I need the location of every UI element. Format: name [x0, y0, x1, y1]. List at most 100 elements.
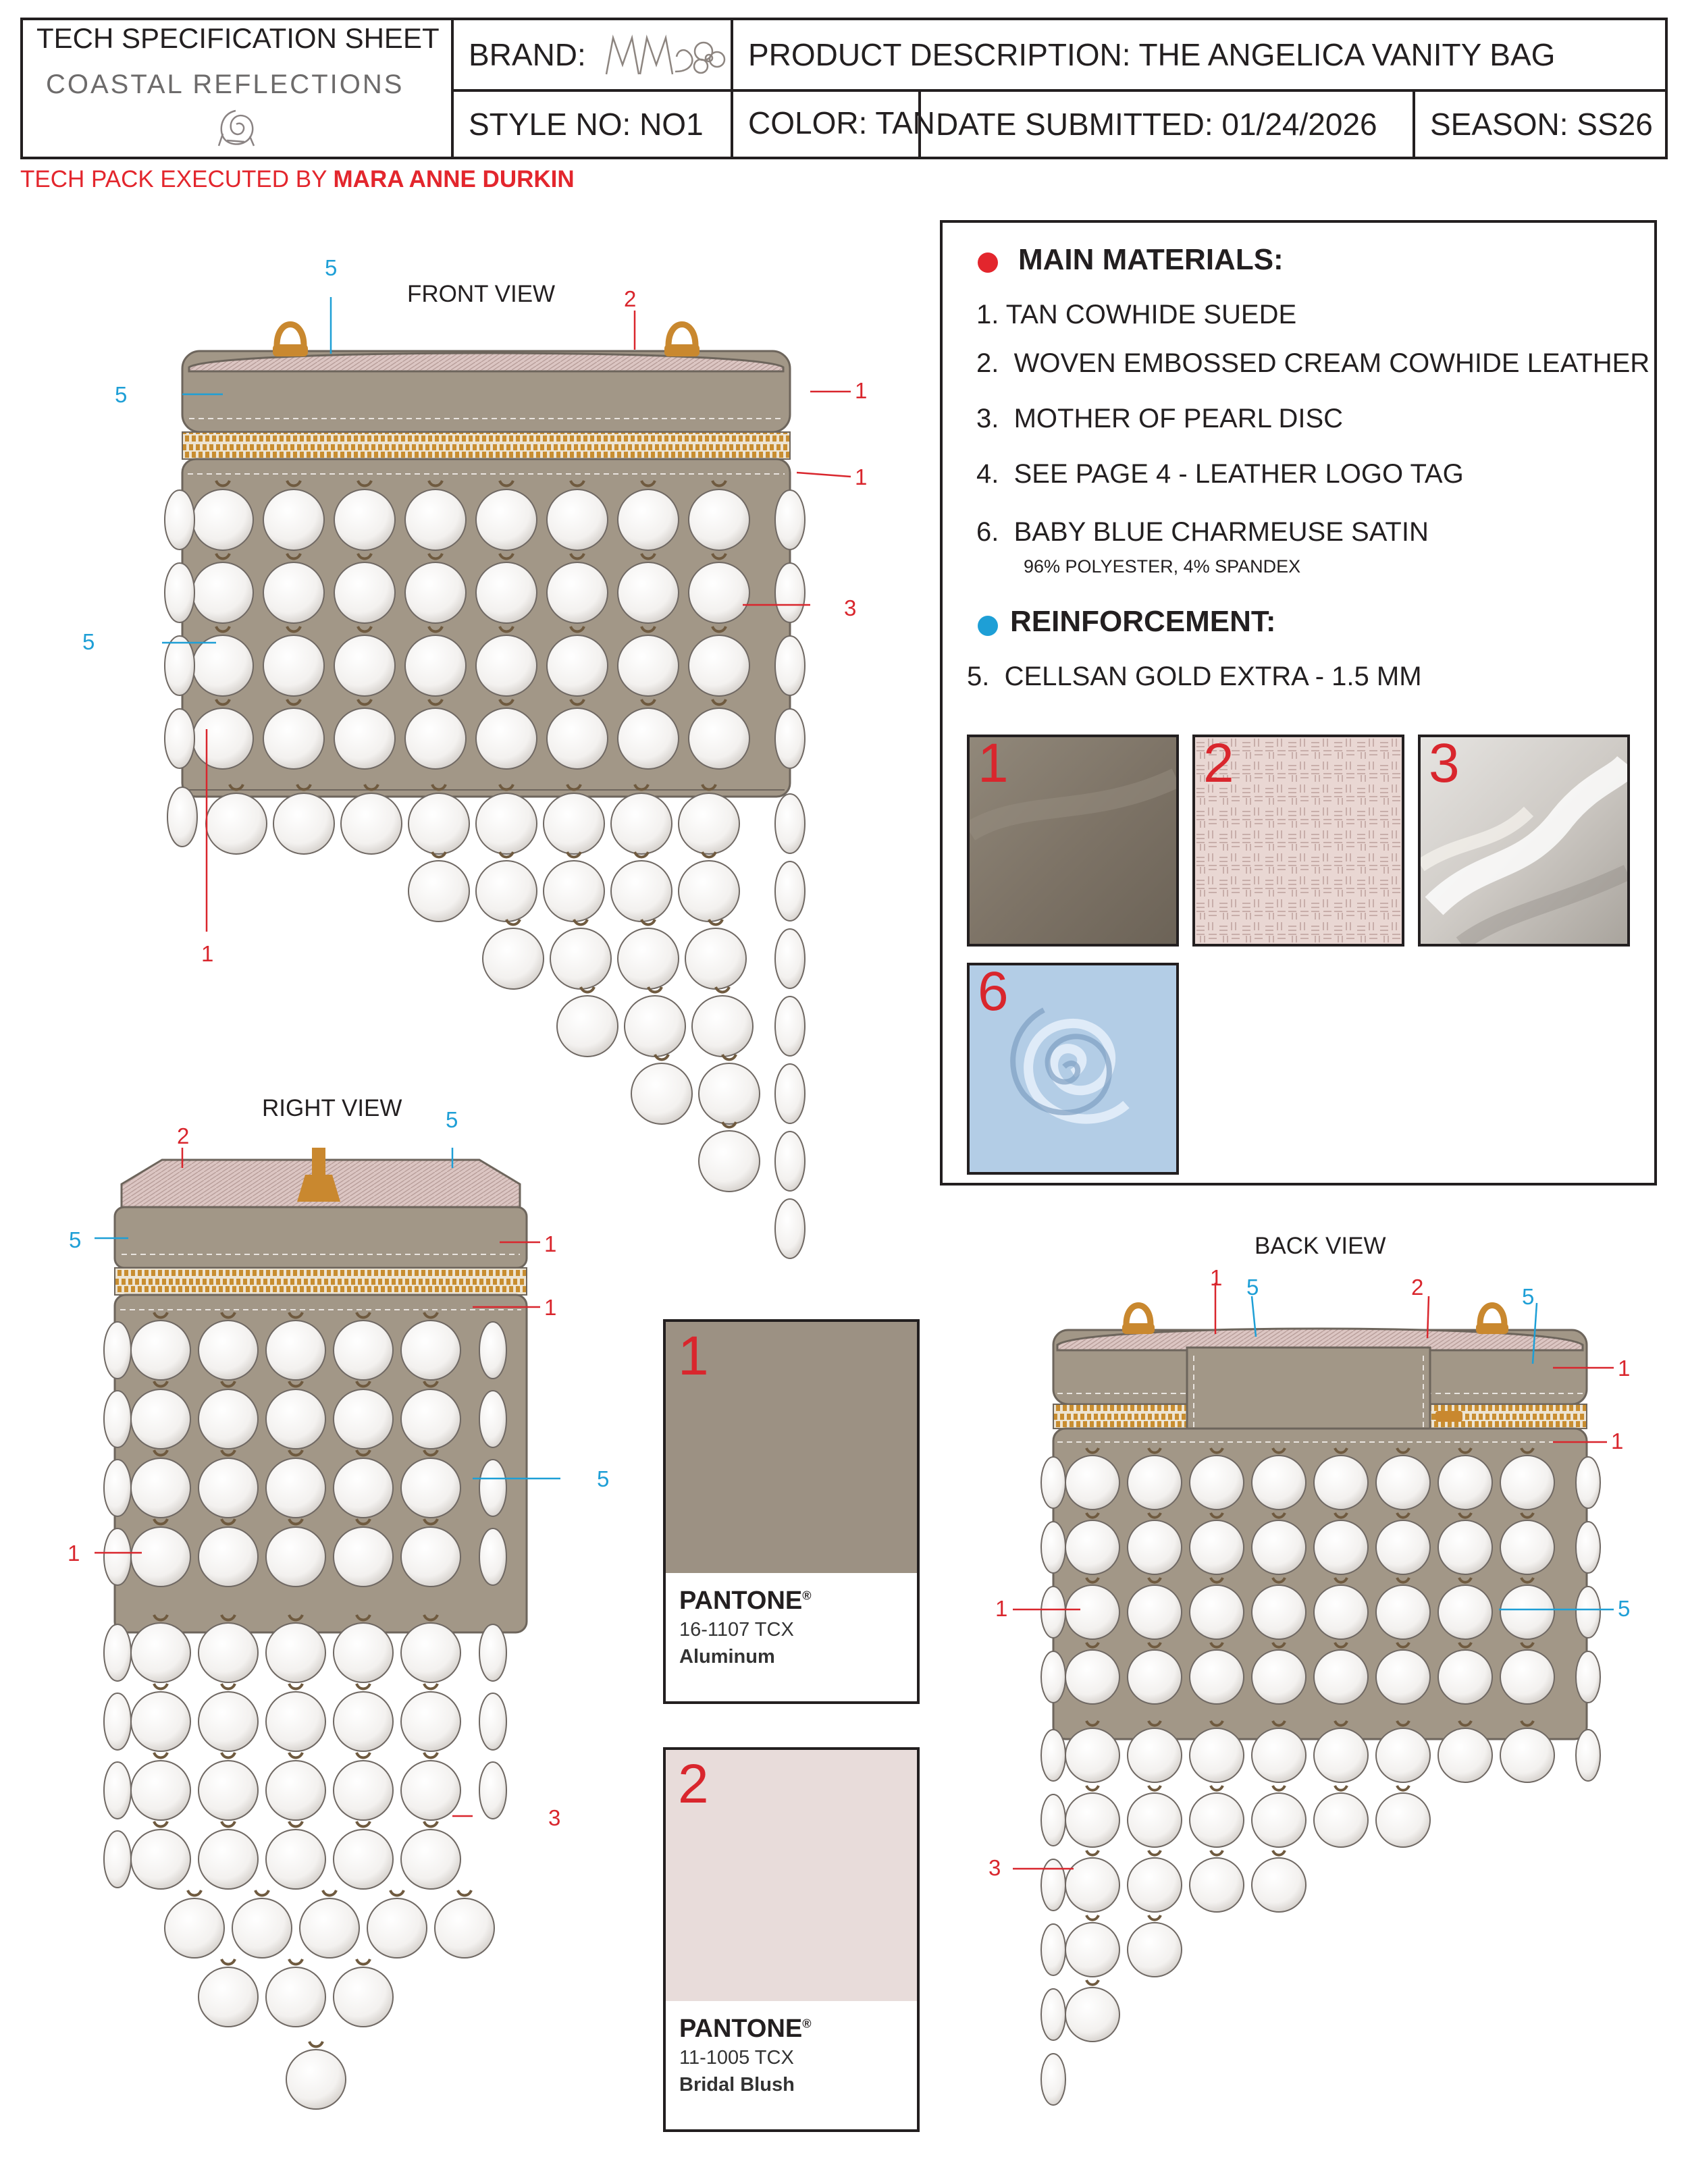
material-num: 4.	[976, 459, 999, 489]
pearl-texture	[1421, 737, 1627, 944]
red-bullet	[978, 252, 998, 273]
pantone-name: Aluminum	[679, 1646, 775, 1668]
pantone-brand-text: PANTONE	[679, 2015, 803, 2043]
brand-logo	[605, 34, 726, 75]
material-num: 2.	[976, 348, 999, 378]
brand-label: BRAND:	[469, 37, 586, 72]
satin-texture	[970, 965, 1176, 1172]
right-view-title: RIGHT VIEW	[262, 1095, 402, 1121]
callout-5: 5	[82, 629, 95, 654]
pantone-color-swatch	[666, 1750, 917, 2001]
pantone-color-swatch	[666, 1322, 917, 1573]
callout-3: 3	[844, 595, 857, 620]
divider	[731, 20, 733, 157]
front-view-title: FRONT VIEW	[407, 281, 556, 307]
callout-5: 5	[115, 382, 128, 407]
pantone-number: 1	[678, 1325, 709, 1387]
callout-2: 2	[624, 286, 637, 311]
swatch-number: 3	[1429, 735, 1460, 794]
callout-3: 3	[548, 1805, 561, 1830]
material-item: 1. TAN COWHIDE SUEDE	[976, 300, 1296, 330]
material-label: BABY BLUE CHARMEUSE SATIN	[1013, 517, 1429, 547]
pantone-brand: PANTONE®	[679, 1587, 812, 1615]
divider	[1413, 89, 1415, 157]
front-view-drawing	[162, 297, 851, 1259]
callout-1: 1	[1618, 1356, 1631, 1381]
pantone-card-bridal-blush: 2 PANTONE® 11-1005 TCX Bridal Blush	[663, 1747, 920, 2132]
material-label: TAN COWHIDE SUEDE	[1005, 300, 1297, 329]
callout-5: 5	[597, 1466, 610, 1491]
pantone-number: 2	[678, 1753, 709, 1815]
sheet-title: TECH SPECIFICATION SHEET	[36, 22, 440, 54]
material-label: MOTHER OF PEARL DISC	[1013, 404, 1344, 433]
pantone-name: Bridal Blush	[679, 2074, 795, 2096]
pantone-brand-text: PANTONE	[679, 1587, 803, 1615]
pantone-code: 11-1005 TCX	[679, 2047, 794, 2069]
pantone-brand: PANTONE®	[679, 2015, 812, 2043]
callout-2: 2	[177, 1123, 190, 1148]
material-num: 1.	[976, 300, 999, 329]
callout-1: 1	[855, 378, 868, 403]
divider	[918, 89, 921, 157]
swatch-number: 2	[1203, 735, 1234, 794]
front-lid	[181, 321, 791, 433]
swatch-mother-of-pearl: 3	[1418, 735, 1630, 947]
callout-1: 1	[68, 1541, 80, 1566]
callout-1: 1	[544, 1231, 557, 1256]
front-zipper	[182, 431, 791, 460]
reinforcement-heading: REINFORCEMENT:	[1010, 605, 1276, 638]
pantone-code: 16-1107 TCX	[679, 1619, 794, 1641]
material-composition: 96% POLYESTER, 4% SPANDEX	[1024, 556, 1301, 577]
seashell-icon	[217, 109, 255, 147]
swatch-suede: 1	[967, 735, 1179, 947]
material-num: 6.	[976, 517, 999, 547]
main-materials-heading: MAIN MATERIALS:	[1018, 243, 1284, 276]
divider	[451, 20, 454, 157]
material-item: 2. WOVEN EMBOSSED CREAM COWHIDE LEATHER	[976, 348, 1650, 379]
material-item: 4. SEE PAGE 4 - LEATHER LOGO TAG	[976, 459, 1464, 489]
right-view-drawing	[95, 1148, 560, 2110]
callout-2: 2	[1411, 1275, 1424, 1300]
callout-5: 5	[446, 1107, 458, 1132]
callout-5: 5	[69, 1227, 82, 1252]
material-label: CELLSAN GOLD EXTRA - 1.5 MM	[1004, 662, 1422, 691]
style-number: STYLE NO: NO1	[469, 107, 704, 142]
suede-texture	[970, 737, 1176, 944]
callout-1: 1	[995, 1596, 1008, 1621]
divider	[451, 89, 1668, 92]
callout-5: 5	[1522, 1284, 1535, 1309]
right-pearl-fringe	[103, 1614, 507, 2110]
swatch-charmeuse-satin: 6	[967, 963, 1179, 1175]
designer-name: MARA ANNE DURKIN	[333, 166, 575, 192]
callout-1: 1	[1611, 1429, 1624, 1454]
date-submitted: DATE SUBMITTED: 01/24/2026	[936, 107, 1377, 142]
callout-5: 5	[1618, 1596, 1631, 1621]
callout-1: 1	[201, 941, 214, 966]
spec-header: TECH SPECIFICATION SHEET COASTAL REFLECT…	[20, 18, 1668, 159]
executed-by-prefix: TECH PACK EXECUTED BY	[20, 166, 334, 192]
blue-bullet	[978, 616, 998, 636]
color-field: COLOR: TAN	[748, 105, 935, 140]
material-item: 3. MOTHER OF PEARL DISC	[976, 404, 1343, 434]
season-field: SEASON: SS26	[1430, 107, 1653, 142]
reinforcement-item: 5. CELLSAN GOLD EXTRA - 1.5 MM	[967, 662, 1422, 692]
callout-1: 1	[544, 1295, 557, 1320]
material-item: 6. BABY BLUE CHARMEUSE SATIN	[976, 517, 1429, 548]
woven-texture	[1195, 737, 1402, 944]
back-pearl-fringe	[1040, 1720, 1601, 2106]
swatch-woven-leather: 2	[1192, 735, 1404, 947]
material-label: WOVEN EMBOSSED CREAM COWHIDE LEATHER	[1013, 348, 1650, 378]
back-view-title: BACK VIEW	[1255, 1233, 1386, 1259]
callout-1: 1	[1210, 1265, 1223, 1290]
materials-panel: MAIN MATERIALS: 1. TAN COWHIDE SUEDE 2. …	[940, 220, 1657, 1186]
collection-name: COASTAL REFLECTIONS	[46, 69, 404, 99]
back-view-drawing	[1013, 1283, 1614, 2106]
material-num: 5.	[967, 662, 990, 691]
callout-3: 3	[988, 1855, 1001, 1880]
pantone-card-aluminum: 1 PANTONE® 16-1107 TCX Aluminum	[663, 1319, 920, 1704]
callout-1: 1	[855, 464, 868, 489]
callout-5: 5	[1246, 1275, 1259, 1300]
material-label: SEE PAGE 4 - LEATHER LOGO TAG	[1013, 459, 1464, 489]
product-description: PRODUCT DESCRIPTION: THE ANGELICA VANITY…	[748, 37, 1556, 72]
swatch-number: 6	[978, 963, 1009, 1022]
